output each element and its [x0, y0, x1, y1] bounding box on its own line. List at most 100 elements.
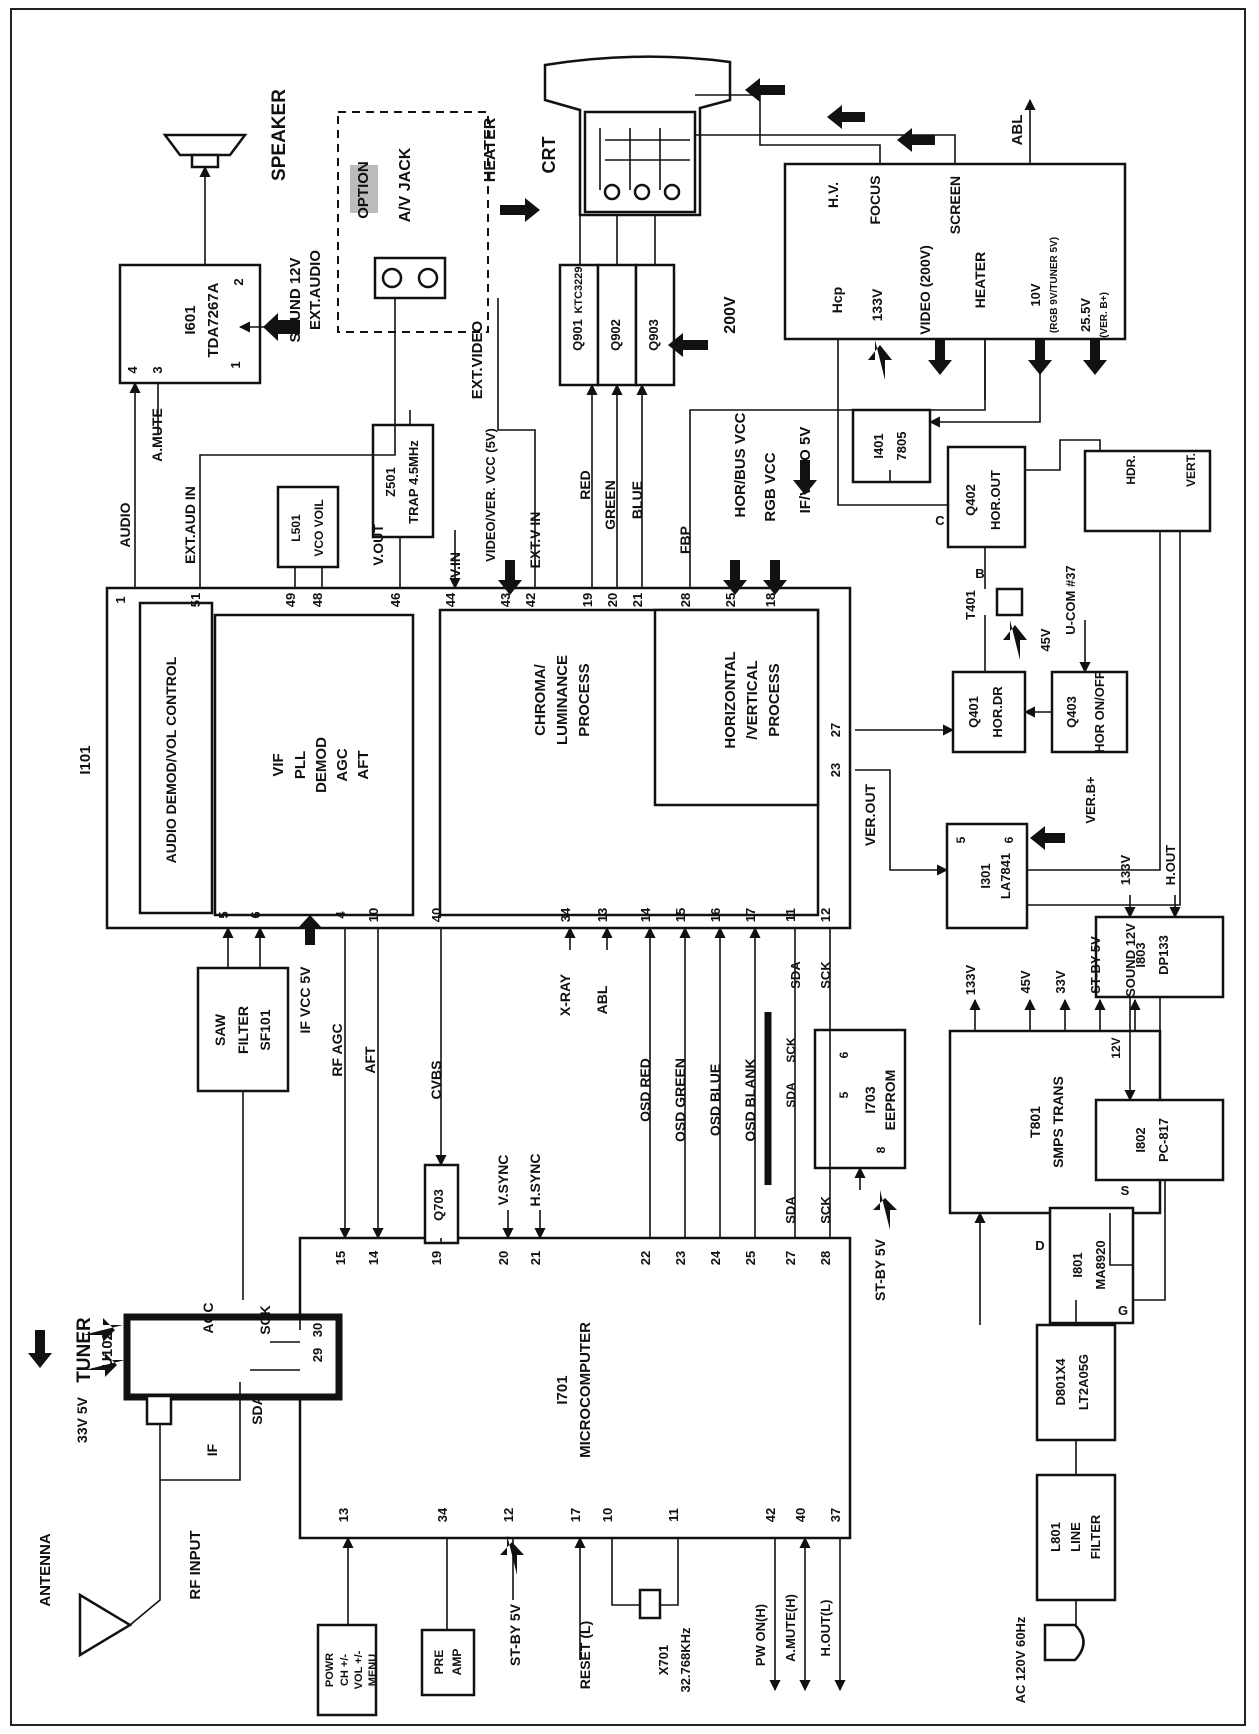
speaker-icon — [162, 133, 248, 157]
label-labels-sda: SDA — [784, 1082, 798, 1108]
pin-i101-bottom: 5 — [216, 911, 231, 918]
z501-block — [371, 423, 435, 539]
label-blocks-q703-ref: Q703 — [431, 1189, 446, 1221]
label-labels-v45: 45V — [1038, 628, 1053, 651]
label-labels-abl-top: ABL — [1009, 115, 1026, 146]
label-blocks-l501-ref: L501 — [289, 514, 303, 542]
pin-i701-top: 28 — [818, 1251, 833, 1265]
label-labels-sck: SCK — [818, 961, 833, 989]
label-labels-h-out-l: H.OUT(L) — [818, 1599, 833, 1656]
label-labels-cvbs: CVBS — [428, 1061, 444, 1100]
label-labels-s: S — [1121, 1183, 1130, 1198]
label-blocks-fbt-v10: 10V — [1028, 283, 1043, 306]
pin-i701-top: 23 — [673, 1251, 688, 1265]
label-blocks-i101-luminance: LUMINANCE — [554, 655, 571, 745]
i701-block — [298, 1236, 852, 1540]
label-pins-i703-1: 6 — [837, 1051, 851, 1058]
ac-plug-icon — [1043, 1623, 1085, 1662]
label-labels-ext-v-in: EXT.V IN — [527, 512, 543, 569]
label-labels-abl: ABL — [594, 985, 610, 1014]
label-blocks-q403-ref: Q403 — [1064, 696, 1079, 728]
i101-horvert-section — [653, 608, 820, 807]
pin-i101-top: 21 — [630, 593, 645, 607]
label-labels-h-out: H.OUT — [1163, 845, 1178, 886]
label-pins-i701-left-0: 29 — [310, 1348, 325, 1362]
diagram-frame — [10, 8, 1246, 1726]
label-blocks-q402-ref: Q402 — [963, 484, 978, 516]
label-blocks-preamp-l1: PRE — [432, 1650, 446, 1675]
label-blocks-q402-name: HOR.OUT — [988, 470, 1003, 530]
pin-i101-top: 28 — [678, 593, 693, 607]
label-labels-v-200: 200V — [722, 296, 739, 334]
label-labels-rgb-vcc: RGB VCC — [762, 452, 779, 521]
pin-i701-bottom: 17 — [568, 1508, 583, 1522]
label-labels-green: GREEN — [602, 480, 618, 530]
label-labels-sda: SDA — [249, 1395, 265, 1425]
label-labels-st-by-5v: ST-BY 5V — [872, 1238, 888, 1301]
pin-i701-bottom: 10 — [600, 1508, 615, 1522]
label-labels-d: D — [1035, 1238, 1044, 1253]
label-pins-i601-2: 1 — [228, 361, 243, 368]
pin-i701-top: 14 — [366, 1250, 381, 1265]
label-labels-crystal: 32.768KHz — [678, 1627, 693, 1693]
label-blocks-i101-demod: DEMOD — [313, 737, 330, 793]
pin-i101-top: 42 — [523, 593, 538, 607]
label-blocks-saw-l2: FILTER — [235, 1006, 251, 1054]
label-labels-osd-green: OSD GREEN — [672, 1058, 688, 1142]
label-blocks-q901-part: KTC3229 — [573, 266, 585, 313]
pin-i101-top: 1 — [113, 596, 128, 603]
saw-filter-block — [196, 966, 290, 1093]
label-pins-i601-3: 2 — [231, 278, 246, 285]
pin-i101-top: 20 — [605, 593, 620, 607]
pin-i101-top: 49 — [283, 593, 298, 607]
label-labels-antenna: ANTENNA — [37, 1533, 54, 1606]
crystal-icon — [638, 1588, 662, 1620]
label-labels-aft: AFT — [362, 1046, 378, 1074]
label-labels-heater: HEATER — [482, 117, 499, 182]
label-labels-tuner: TUNER — [74, 1317, 95, 1383]
pin-i101-top: 51 — [188, 593, 203, 607]
label-blocks-i101-pll: PLL — [292, 751, 309, 779]
label-blocks-q401-name: HOR.DR — [990, 686, 1005, 738]
label-pins-i101-right-1: 23 — [828, 763, 843, 777]
label-blocks-fbt-video: VIDEO (200V) — [917, 245, 933, 334]
preamp-block — [420, 1628, 476, 1697]
label-blocks-keys-l1: POWR — [324, 1653, 336, 1687]
tuner-block — [123, 1313, 343, 1401]
pin-i101-bottom: 16 — [708, 908, 723, 922]
pin-i101-bottom: 6 — [248, 911, 263, 918]
label-blocks-i101-agc: AGC — [334, 748, 351, 782]
pin-i701-bottom: 37 — [828, 1508, 843, 1522]
label-labels-v45: 45V — [1018, 970, 1033, 993]
label-blocks-i101-process: PROCESS — [576, 663, 593, 736]
label-blocks-d801-part: LT2A05G — [1076, 1354, 1091, 1410]
pin-i101-bottom: 12 — [818, 908, 833, 922]
label-labels-reset: RESET (L) — [577, 1621, 593, 1689]
label-blocks-saw-l1: SAW — [212, 1013, 228, 1046]
q901-block — [558, 263, 600, 387]
t401-block — [995, 587, 1024, 617]
label-labels-v-sync: V.SYNC — [495, 1155, 511, 1206]
pin-i701-bottom: 11 — [666, 1508, 681, 1522]
pin-i101-bottom: 17 — [743, 908, 758, 922]
label-labels-sck: SCK — [257, 1305, 273, 1335]
tuner-connector — [145, 1394, 173, 1426]
label-pins-i301-0: 5 — [954, 836, 968, 843]
label-labels-if-vcc: IF VCC 5V — [297, 966, 313, 1034]
label-blocks-i301-part: LA7841 — [998, 853, 1013, 899]
label-blocks-l801-l3: FILTER — [1088, 1514, 1103, 1559]
label-labels-fbp: FBP — [677, 526, 693, 554]
label-labels-hdr: HDR. — [1124, 455, 1138, 484]
label-blocks-fbt-v25: 25.5V — [1078, 298, 1093, 332]
label-blocks-i703-ref: I703 — [862, 1086, 878, 1113]
label-labels-v133: 133V — [1118, 854, 1133, 885]
label-labels-sck: SCK — [784, 1037, 798, 1063]
label-pins-i601-1: 3 — [150, 366, 165, 373]
label-blocks-fbt-screen: SCREEN — [947, 176, 963, 234]
label-labels-osd-blue: OSD BLUE — [707, 1064, 723, 1136]
label-blocks-keys-l2: CH +/- — [339, 1654, 351, 1686]
label-blocks-d801-ref: D801X4 — [1053, 1358, 1068, 1406]
label-labels-a-mute-h: A.MUTE(H) — [783, 1594, 798, 1662]
q903-block — [634, 263, 676, 387]
option-tag — [350, 165, 378, 213]
